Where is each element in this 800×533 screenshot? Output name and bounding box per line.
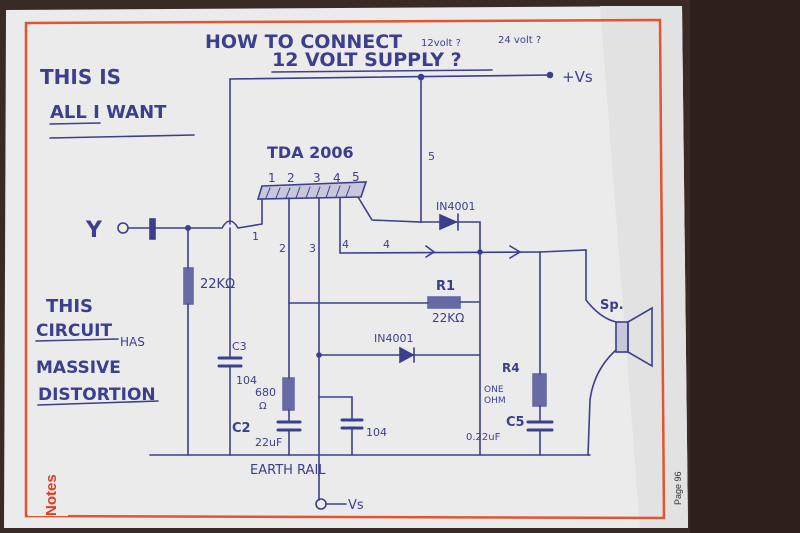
heading-line1: HOW TO CONNECT [205, 31, 402, 53]
input-label: Y [85, 218, 103, 243]
notes-tab-bg [28, 440, 68, 516]
wire-input-2 [154, 197, 263, 229]
paper-shade [600, 6, 688, 528]
input-capacitor [149, 218, 156, 240]
speaker-cone [627, 306, 653, 368]
r1-value: 22KΩ [432, 311, 464, 325]
wire-pin4-arrow-2 [425, 245, 436, 258]
vs-bottom-label: Vs [348, 498, 364, 513]
red-border-frame [24, 18, 666, 520]
speaker-label: Sp. [600, 298, 624, 313]
pin-label-3: 3 [313, 171, 321, 185]
dist-note-line2b: HAS [120, 335, 145, 349]
c3-label: C3 [232, 340, 247, 353]
dist-note-line3: MASSIVE [36, 358, 121, 378]
want-note-underline-1 [49, 122, 101, 125]
wire-speaker-top [539, 249, 617, 323]
wire-label-3: 3 [309, 242, 316, 255]
wire-pin5-supply [357, 76, 422, 223]
r-680-label: 680 [255, 386, 276, 399]
diode-top-label: IN4001 [436, 200, 475, 213]
ic-hatch [265, 185, 351, 199]
page-number: Page 96 [673, 471, 683, 505]
pin-label-5: 5 [352, 170, 360, 184]
wire-pin4-arrow [509, 245, 522, 259]
r4-value-line1: ONE [484, 385, 504, 395]
wire-label-5-top: 5 [428, 150, 435, 163]
want-note-line2: ALL I WANT [50, 102, 167, 123]
wire-label-4a: 4 [342, 238, 349, 251]
r-in-label: 22KΩ [200, 277, 235, 292]
background-shadow [690, 0, 800, 533]
diode-top [439, 213, 459, 231]
c3-value: 104 [236, 374, 257, 387]
node-vs-top [546, 71, 554, 79]
dist-note-line1: THIS [46, 296, 93, 317]
c2-value: 22uF [255, 436, 282, 449]
diode-mid [399, 346, 415, 364]
c5-label: C5 [506, 415, 525, 430]
ic-tda2006-body [256, 181, 368, 200]
dist-note-underline [35, 338, 119, 342]
wire-label-2: 2 [279, 242, 286, 255]
wire-pin4 [339, 197, 541, 254]
wire-label-4b: 4 [383, 238, 390, 251]
wire-top-rail [229, 74, 551, 225]
r-680-unit: Ω [259, 401, 267, 412]
pin-label-2: 2 [287, 171, 295, 185]
r1-label: R1 [436, 279, 455, 294]
c2-label: C2 [232, 421, 251, 436]
heading-line2: 12 VOLT SUPPLY ? [272, 49, 462, 71]
heading-underline [271, 69, 493, 73]
r4-value-line2: OHM [484, 396, 506, 406]
heading-note-12: 12volt ? [421, 38, 461, 49]
resistor-680 [282, 377, 295, 411]
heading-note-24: 24 volt ? [498, 35, 541, 46]
ic-label: TDA 2006 [267, 143, 354, 162]
resistor-22k-in [183, 267, 194, 305]
c-104-label: 104 [366, 426, 387, 439]
c5-value: 0.22uF [466, 432, 501, 443]
dist-note-line2: CIRCUIT [36, 321, 112, 341]
pin-label-1: 1 [268, 171, 276, 185]
want-note-underline-2 [49, 134, 195, 139]
wire-104-cap [318, 396, 353, 421]
notes-tab-label: Notes [43, 474, 60, 516]
resistor-r1 [427, 296, 461, 309]
paper-sheet [4, 6, 688, 528]
want-note-line1: THIS IS [40, 65, 121, 89]
vs-top-label: +Vs [562, 68, 593, 86]
r4-label: R4 [502, 361, 520, 375]
dist-note-underline-2 [37, 400, 159, 406]
wire-label-1: 1 [252, 230, 259, 243]
dist-note-line4: DISTORTION [38, 385, 156, 405]
pin-label-4: 4 [333, 171, 341, 185]
diode-mid-label: IN4001 [374, 332, 413, 345]
speaker-magnet [615, 321, 629, 353]
wire-speaker-low [587, 349, 617, 456]
resistor-r4 [532, 373, 547, 407]
earth-label: EARTH RAIL [250, 463, 326, 478]
